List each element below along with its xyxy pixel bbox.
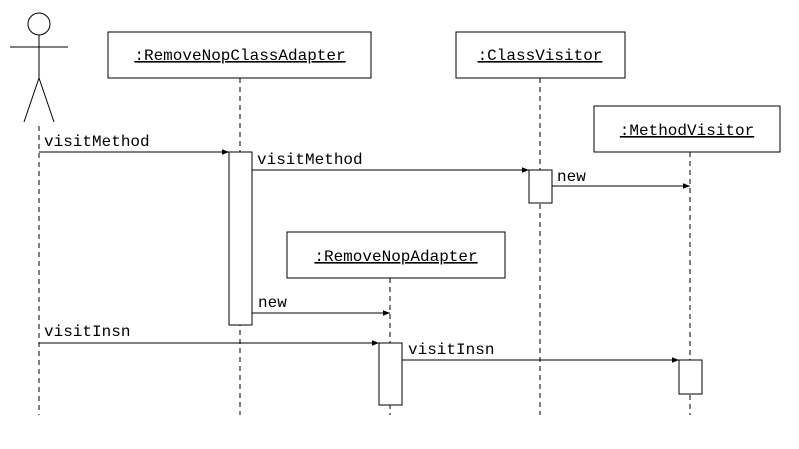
lifeline-box-remove-nop-class-adapter: :RemoveNopClassAdapter <box>107 31 372 79</box>
activation-bar-class-visitor <box>528 169 553 204</box>
activation-bar-method-visitor <box>678 359 703 395</box>
lifeline-label: :MethodVisitor <box>620 122 754 140</box>
lifeline-label: :RemoveNopClassAdapter <box>134 47 345 65</box>
lifeline-label: :RemoveNopAdapter <box>314 248 477 266</box>
message-label: visitMethod <box>44 133 150 151</box>
message-label: new <box>557 168 586 186</box>
stick-figure-actor-icon <box>10 12 68 123</box>
message-label: visitInsn <box>408 341 494 359</box>
activation-bar-remove-nop-class-adapter <box>228 151 253 326</box>
activation-bar-remove-nop-adapter <box>378 342 403 406</box>
lifeline-box-remove-nop-adapter: :RemoveNopAdapter <box>286 231 506 279</box>
lifeline-box-class-visitor: :ClassVisitor <box>455 31 626 79</box>
lifeline-box-method-visitor: :MethodVisitor <box>593 105 781 153</box>
lifeline-label: :ClassVisitor <box>478 47 603 65</box>
message-label: new <box>258 294 287 312</box>
message-label: visitInsn <box>44 323 130 341</box>
message-label: visitMethod <box>257 151 363 169</box>
